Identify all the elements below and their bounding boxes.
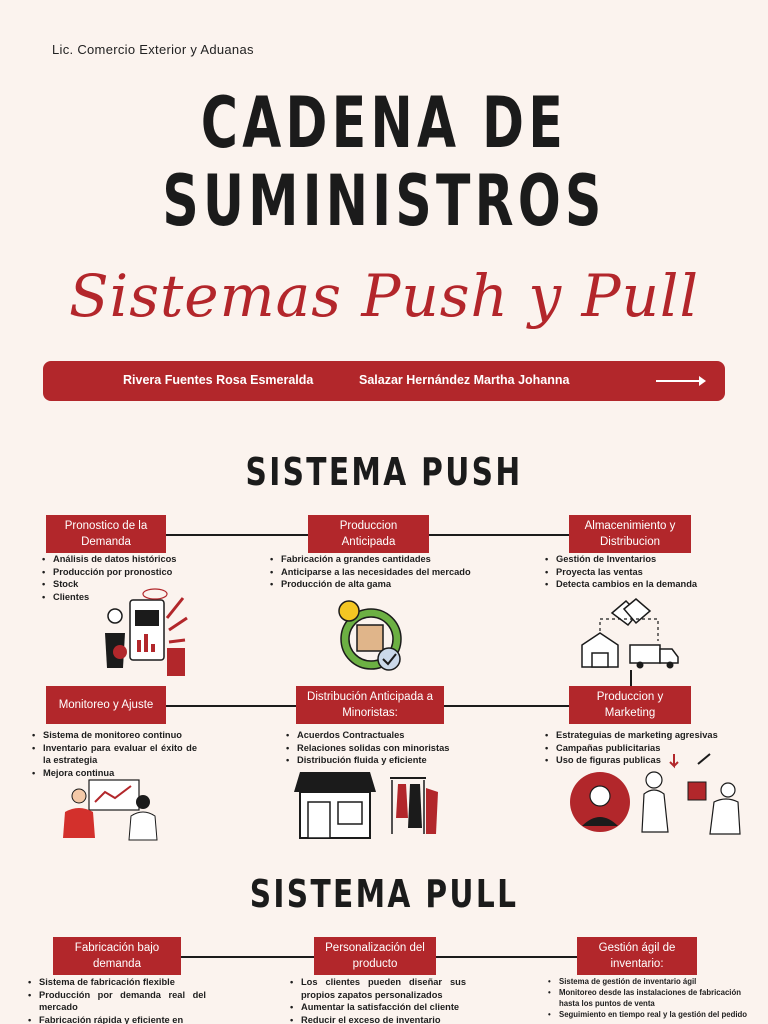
author-name: Salazar Hernández Martha Johanna [359, 373, 570, 387]
list-item: Sistema de gestión de inventario ágil [548, 976, 753, 987]
list-item: Monitoreo desde las instalaciones de fab… [548, 987, 753, 1009]
list-item: Los clientes pueden diseñar sus propios … [290, 976, 466, 1001]
section-heading-push: SISTEMA PUSH [245, 450, 523, 494]
forecast-analyst-illustration [105, 588, 188, 676]
store-illustration [294, 772, 438, 839]
page-title-line1: CADENA DE [200, 82, 568, 164]
list-item: Acuerdos Contractuales [286, 729, 466, 742]
list-item: Clientes [42, 591, 192, 604]
list-item: Anticiparse a las necesidades del mercad… [270, 566, 480, 579]
list-item: Producción por demanda real del mercado [28, 989, 206, 1014]
connector-line [444, 705, 569, 707]
list-item: Fabricación a grandes cantidades [270, 553, 480, 566]
flow-box-demand-forecast: Pronostico de la Demanda [46, 515, 166, 553]
bullet-list: Sistema de monitoreo continuo Inventario… [32, 729, 197, 779]
bullet-list: Fabricación a grandes cantidades Anticip… [270, 553, 480, 591]
list-item: Producción de alta gama [270, 578, 480, 591]
flow-box-customization: Personalización del producto [314, 937, 436, 975]
flow-box-on-demand: Fabricación bajo demanda [53, 937, 181, 975]
flow-box-storage-distribution: Almacenimiento y Distribucion [569, 515, 691, 553]
connector-line [166, 534, 308, 536]
flow-box-marketing: Produccion y Marketing [569, 686, 691, 724]
list-item: Aumentar la satisfacción del cliente [290, 1001, 466, 1014]
list-item: Stock [42, 578, 192, 591]
arrow-right-icon [656, 380, 704, 382]
list-item: Mejora continua [32, 767, 197, 780]
list-item: Producción por pronostico [42, 566, 192, 579]
connector-line [166, 705, 296, 707]
flow-box-retail-distribution: Distribución Anticipada a Minoristas: [296, 686, 444, 724]
marketing-illustration [570, 753, 741, 835]
flow-box-agile-inventory: Gestión ágil de inventario: [577, 937, 697, 975]
authors-bar: Rivera Fuentes Rosa Esmeralda Salazar He… [43, 361, 725, 401]
list-item: Sistema de fabricación flexible [28, 976, 206, 989]
list-item: Campañas publicitarias [545, 742, 745, 755]
list-item: Inventario para evaluar el éxito de la e… [32, 742, 197, 767]
list-item: Fabricación rápida y eficiente en [28, 1014, 206, 1024]
list-item: Distribución fluida y eficiente [286, 754, 466, 767]
arrow-head-icon [699, 376, 706, 386]
list-item: Estrateguias de marketing agresivas [545, 729, 745, 742]
page-subtitle: Sistemas Push y Pull [68, 262, 700, 330]
connector-line [436, 956, 577, 958]
list-item: Proyecta las ventas [545, 566, 745, 579]
bullet-list: Acuerdos Contractuales Relaciones solida… [286, 729, 466, 767]
list-item: Uso de figuras publicas [545, 754, 745, 767]
page-title-line2: SUMINISTROS [162, 160, 606, 242]
connector-line [630, 670, 632, 686]
author-name: Rivera Fuentes Rosa Esmeralda [123, 373, 314, 387]
bullet-list: Gestión de Inventarios Proyecta las vent… [545, 553, 745, 591]
connector-line [181, 956, 314, 958]
section-heading-pull: SISTEMA PULL [249, 872, 519, 916]
bullet-list: Los clientes pueden diseñar sus propios … [290, 976, 466, 1024]
list-item: Gestión de Inventarios [545, 553, 745, 566]
connector-line [429, 534, 569, 536]
list-item: Sistema de monitoreo continuo [32, 729, 197, 742]
list-item: Reducir el exceso de inventario [290, 1014, 466, 1024]
bullet-list: Estrateguias de marketing agresivas Camp… [545, 729, 745, 767]
bullet-list: Análisis de datos históricos Producción … [42, 553, 192, 603]
flow-box-monitoring: Monitoreo y Ajuste [46, 686, 166, 724]
monitoring-team-illustration [63, 779, 158, 841]
flow-box-anticipated-production: Produccion Anticipada [308, 515, 429, 553]
warehouse-truck-illustration [581, 598, 679, 669]
list-item: Relaciones solidas con minoristas [286, 742, 466, 755]
program-label: Lic. Comercio Exterior y Aduanas [52, 42, 254, 57]
bullet-list: Sistema de fabricación flexible Producci… [28, 976, 206, 1024]
list-item: Seguimiento en tiempo real y la gestión … [548, 1009, 753, 1020]
production-gear-illustration [338, 600, 402, 671]
list-item: Detecta cambios en la demanda [545, 578, 745, 591]
bullet-list: Sistema de gestión de inventario ágil Mo… [548, 976, 753, 1020]
list-item: Análisis de datos históricos [42, 553, 192, 566]
